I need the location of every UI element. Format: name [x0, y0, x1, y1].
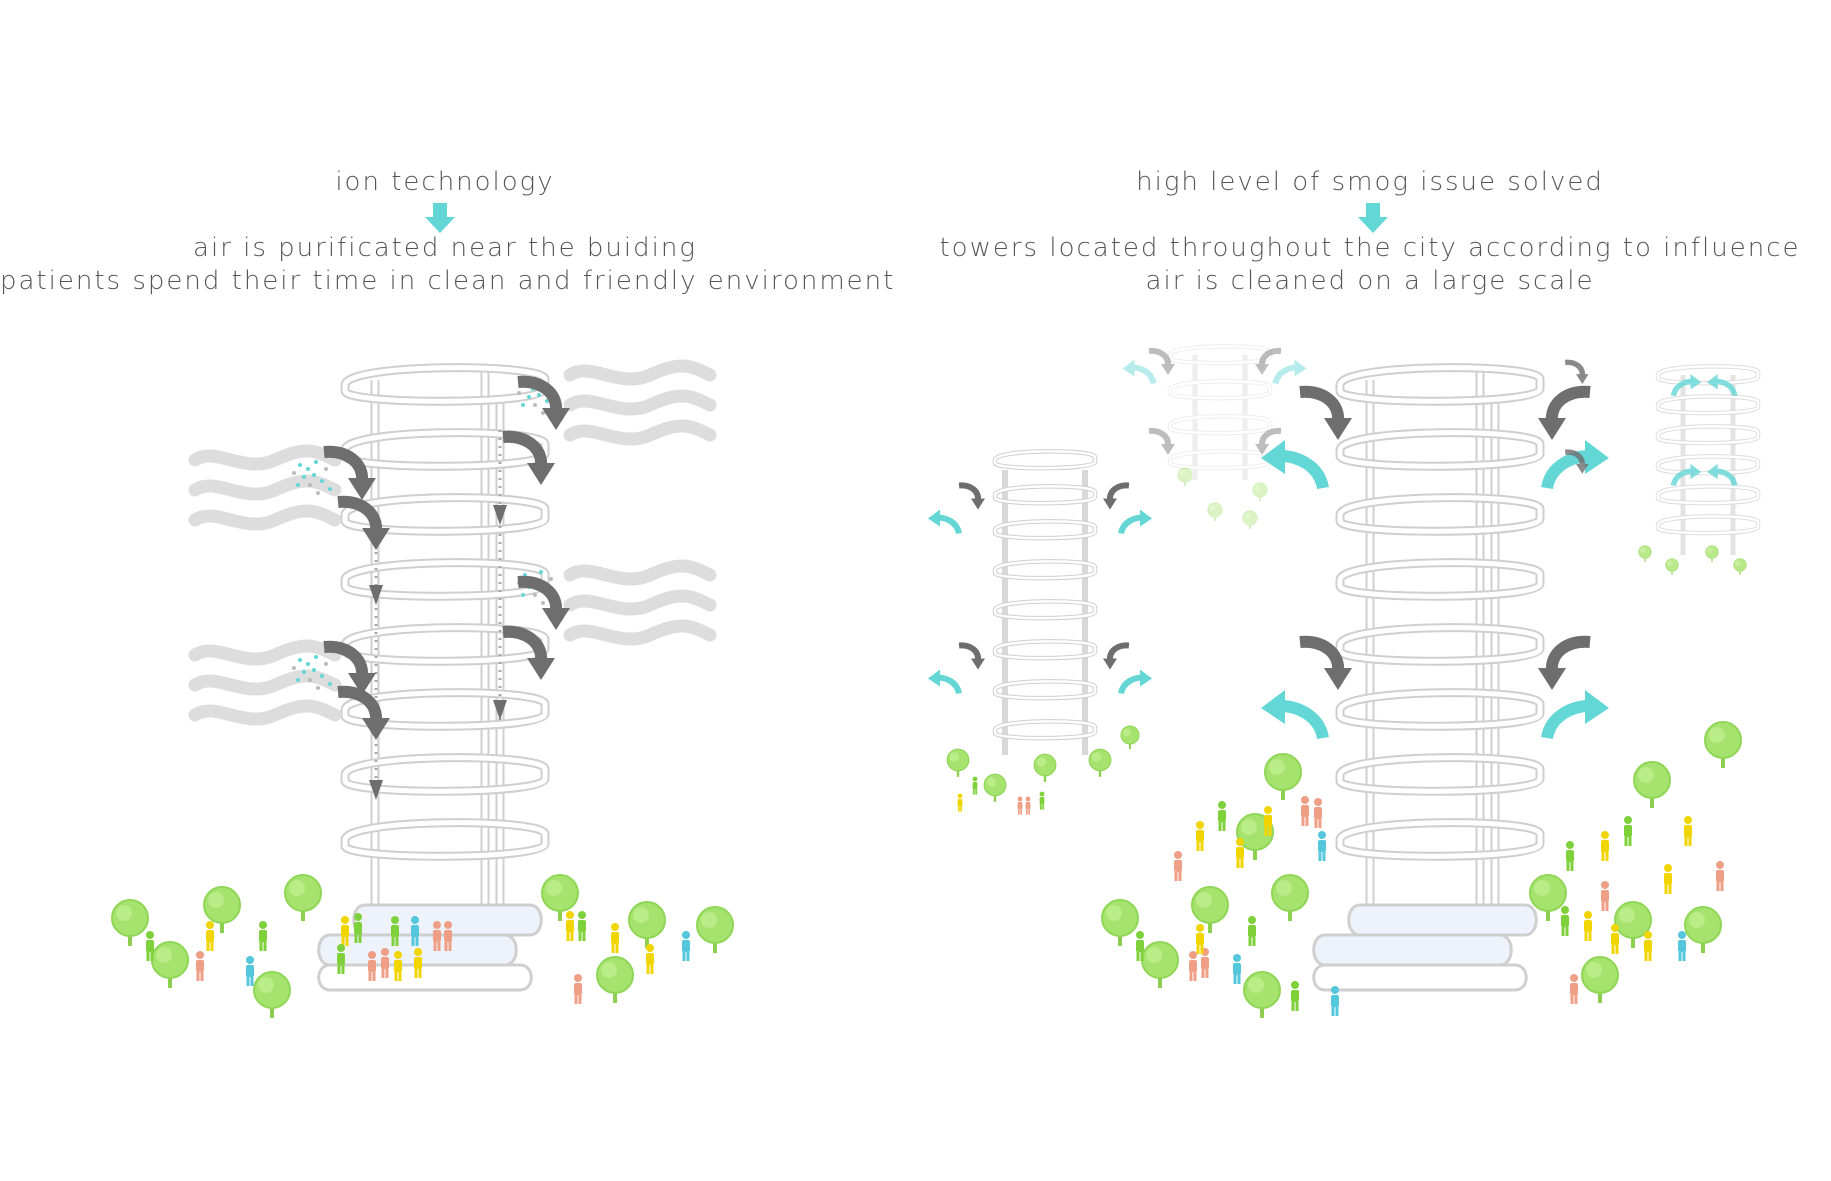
left-result-line-2: patients spend their time in clean and f…	[0, 266, 896, 296]
right-result-line-1: towers located throughout the city accor…	[939, 233, 1801, 263]
left-tower	[317, 368, 545, 992]
right-tower	[1312, 368, 1540, 992]
left-down-arrow-icon	[425, 203, 455, 233]
small-tower-left	[995, 451, 1095, 755]
right-top-label: high level of smog issue solved	[1136, 167, 1604, 197]
small-tower-right	[1658, 366, 1758, 555]
left-top-label: ion technology	[335, 167, 555, 197]
left-wind	[195, 366, 710, 719]
left-result-line-1: air is purificated near the buiding	[193, 233, 697, 263]
faded-tower-back	[1170, 346, 1270, 480]
right-result-line-2: air is cleaned on a large scale	[1145, 266, 1595, 296]
right-down-arrow-icon	[1358, 203, 1388, 233]
